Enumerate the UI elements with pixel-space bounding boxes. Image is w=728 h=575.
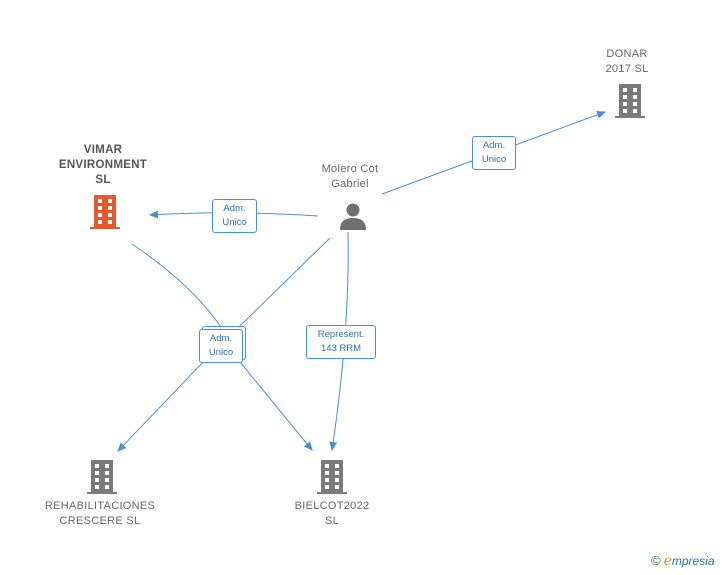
person-icon[interactable]: [338, 201, 368, 231]
edge-label-bielcot[interactable]: Represent. 143 RRM: [306, 325, 376, 359]
vimar-name: VIMAR ENVIRONMENT SL: [58, 144, 148, 186]
building-icon[interactable]: [315, 459, 349, 495]
building-icon[interactable]: [85, 459, 119, 495]
donar-name: DONAR 2017 SL: [605, 48, 649, 75]
building-icon[interactable]: [88, 194, 122, 230]
bielcot-name: BIELCOT2022 SL: [294, 500, 370, 527]
rehab-name: REHABILITACIONES CRESCERE SL: [44, 500, 156, 527]
edge-label-shared[interactable]: Adm. Unico: [199, 329, 243, 363]
empresia-logo: ©empresia: [651, 553, 715, 569]
edge-label-donar[interactable]: Adm. Unico: [472, 136, 516, 170]
building-icon[interactable]: [613, 83, 647, 119]
edge-label-vimar[interactable]: Adm. Unico: [212, 199, 257, 233]
person-name: Molero Cot Gabriel: [321, 163, 379, 190]
